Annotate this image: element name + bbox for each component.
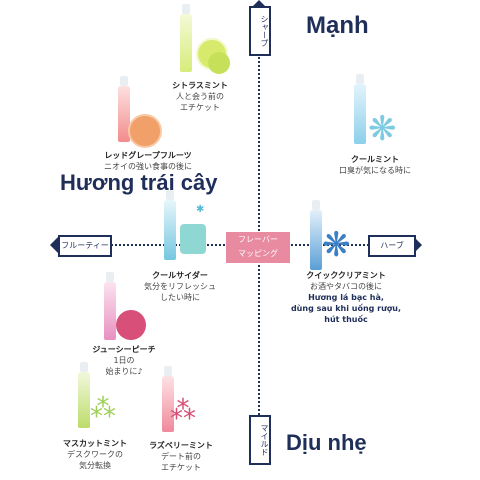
muscat-mint-line1: デスクワークの bbox=[67, 450, 123, 459]
juicy-peach-line1: 1日の bbox=[113, 356, 135, 365]
muscat-mint-caption: マスカットミント デスクワークの 気分転換 bbox=[50, 438, 140, 471]
cider-glass-icon bbox=[180, 224, 206, 254]
quick-clear-mint-name: クイッククリアミント bbox=[306, 271, 386, 280]
cool-cider-caption: クールサイダー 気分をリフレッシュ したい時に bbox=[130, 270, 230, 303]
axis-tag-mild: マイルド bbox=[249, 415, 271, 465]
citrus-mint-name: シトラスミント bbox=[172, 81, 228, 90]
red-grapefruit-bottle-icon bbox=[118, 76, 130, 142]
raspberry-icon: ⁂ bbox=[170, 396, 196, 426]
heading-fruity: Hương trái cây bbox=[60, 170, 218, 195]
heading-mild: Dịu nhẹ bbox=[286, 430, 367, 455]
cool-cider-line1: 気分をリフレッシュ bbox=[144, 282, 216, 291]
arrow-up-icon bbox=[253, 0, 265, 6]
cool-cider-name: クールサイダー bbox=[152, 271, 208, 280]
raspberry-mint-name: ラズベリーミント bbox=[149, 441, 213, 450]
raspberry-mint-line2: エチケット bbox=[161, 463, 201, 472]
red-grapefruit-name: レッドグレープフルーツ bbox=[104, 151, 192, 160]
raspberry-mint-line1: デート前の bbox=[161, 452, 201, 461]
grape-icon: ⁂ bbox=[90, 394, 116, 424]
citrus-mint-caption: シトラスミント 人と会う前の エチケット bbox=[160, 80, 240, 113]
axis-tag-sharp: シャープ bbox=[249, 6, 271, 56]
raspberry-mint-caption: ラズベリーミント デート前の エチケット bbox=[136, 440, 226, 473]
juicy-peach-caption: ジューシーピーチ 1日の 始まりに♪ bbox=[84, 344, 164, 377]
red-grapefruit-line1: ニオイの強い食事の後に bbox=[104, 162, 192, 171]
peach-icon bbox=[116, 310, 146, 340]
flavor-mapping-label: フレーバー マッピング bbox=[226, 232, 290, 263]
juicy-peach-bottle-icon bbox=[104, 272, 116, 340]
juicy-peach-line2: 始まりに♪ bbox=[105, 367, 143, 376]
quick-clear-mint-bottle-icon bbox=[310, 200, 322, 270]
mint-leaf-icon: ❋ bbox=[368, 109, 397, 149]
citrus-mint-bottle-icon bbox=[180, 4, 192, 72]
muscat-mint-bottle-icon bbox=[78, 362, 90, 428]
axis-tag-herb: ハーブ bbox=[368, 235, 416, 257]
center-label-line2: マッピング bbox=[238, 249, 278, 258]
quick-clear-mint-line1: お酒やタバコの後に bbox=[310, 282, 382, 291]
cool-mint-bottle-icon bbox=[354, 74, 366, 144]
heading-strong: Mạnh bbox=[306, 12, 369, 39]
vertical-axis bbox=[258, 30, 260, 415]
quick-clear-mint-vi1: Hương lá bạc hà, bbox=[308, 293, 384, 302]
muscat-mint-name: マスカットミント bbox=[63, 439, 127, 448]
cool-cider-bottle-icon bbox=[164, 190, 176, 260]
arrow-right-icon bbox=[414, 237, 422, 253]
quick-clear-mint-caption: クイッククリアミント お酒やタバコの後に Hương lá bạc hà, dù… bbox=[276, 270, 416, 325]
raspberry-mint-bottle-icon bbox=[162, 366, 174, 432]
quick-clear-mint-vi2: dùng sau khi uống rượu, bbox=[290, 304, 402, 313]
arrow-left-icon bbox=[50, 237, 58, 253]
mint-leaf-dark-icon: ❋ bbox=[322, 225, 351, 265]
sparkle-icon: ✱ bbox=[196, 204, 205, 215]
cool-mint-name: クールミント bbox=[351, 155, 399, 164]
grapefruit-icon bbox=[128, 114, 162, 148]
lime-slice-icon bbox=[208, 52, 230, 74]
center-label-line1: フレーバー bbox=[238, 235, 278, 244]
muscat-mint-line2: 気分転換 bbox=[79, 461, 111, 470]
cool-mint-line1: 口臭が気になる時に bbox=[339, 166, 411, 175]
juicy-peach-name: ジューシーピーチ bbox=[92, 345, 156, 354]
citrus-mint-line2: エチケット bbox=[180, 103, 220, 112]
axis-tag-fruity: フルーティー bbox=[58, 235, 112, 257]
citrus-mint-line1: 人と会う前の bbox=[176, 92, 224, 101]
cool-mint-caption: クールミント 口臭が気になる時に bbox=[320, 154, 430, 176]
quick-clear-mint-vi3: hút thuốc bbox=[324, 315, 368, 324]
red-grapefruit-caption: レッドグレープフルーツ ニオイの強い食事の後に bbox=[88, 150, 208, 172]
cool-cider-line2: したい時に bbox=[160, 293, 200, 302]
